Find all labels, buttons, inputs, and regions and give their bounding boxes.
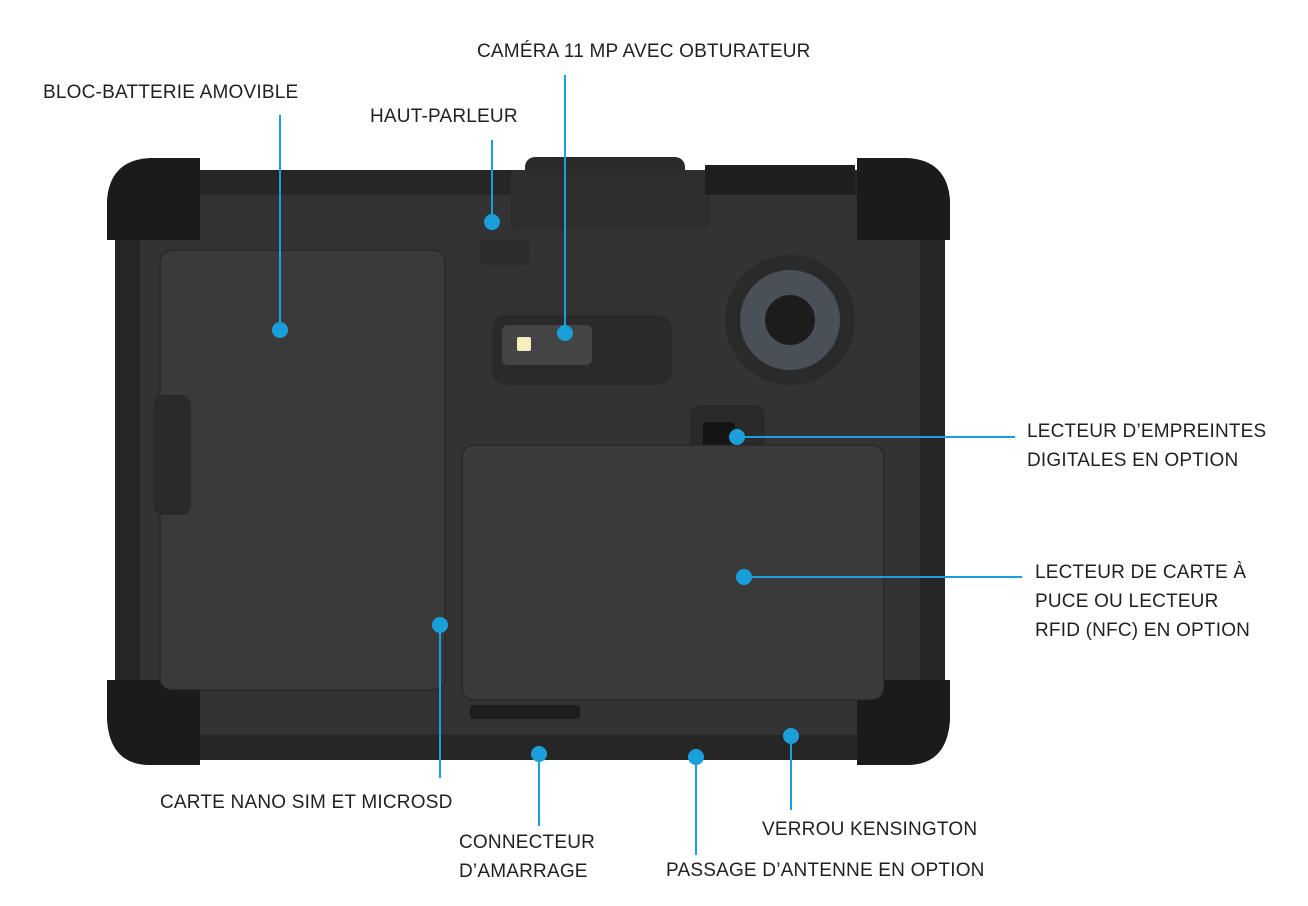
callout-dot-speaker bbox=[484, 214, 500, 230]
label-antenna: PASSAGE D’ANTENNE EN OPTION bbox=[666, 860, 985, 881]
callout-dot-antenna bbox=[688, 749, 704, 765]
label-sim: CARTE NANO SIM ET MICROSD bbox=[160, 792, 453, 813]
callout-dot-battery bbox=[272, 322, 288, 338]
callout-dot-fingerprint bbox=[729, 429, 745, 445]
callout-dot-smartcard bbox=[736, 569, 752, 585]
callout-dot-kensington bbox=[783, 728, 799, 744]
label-battery: BLOC-BATTERIE AMOVIBLE bbox=[43, 82, 299, 103]
tablet-body bbox=[107, 157, 950, 765]
callout-dot-dock bbox=[531, 746, 547, 762]
label-kensington: VERROU KENSINGTON bbox=[762, 819, 978, 840]
callout-dot-camera bbox=[557, 325, 573, 341]
label-speaker: HAUT-PARLEUR bbox=[370, 106, 518, 127]
label-camera: CAMÉRA 11 MP AVEC OBTURATEUR bbox=[477, 41, 811, 62]
callout-dot-sim bbox=[432, 617, 448, 633]
